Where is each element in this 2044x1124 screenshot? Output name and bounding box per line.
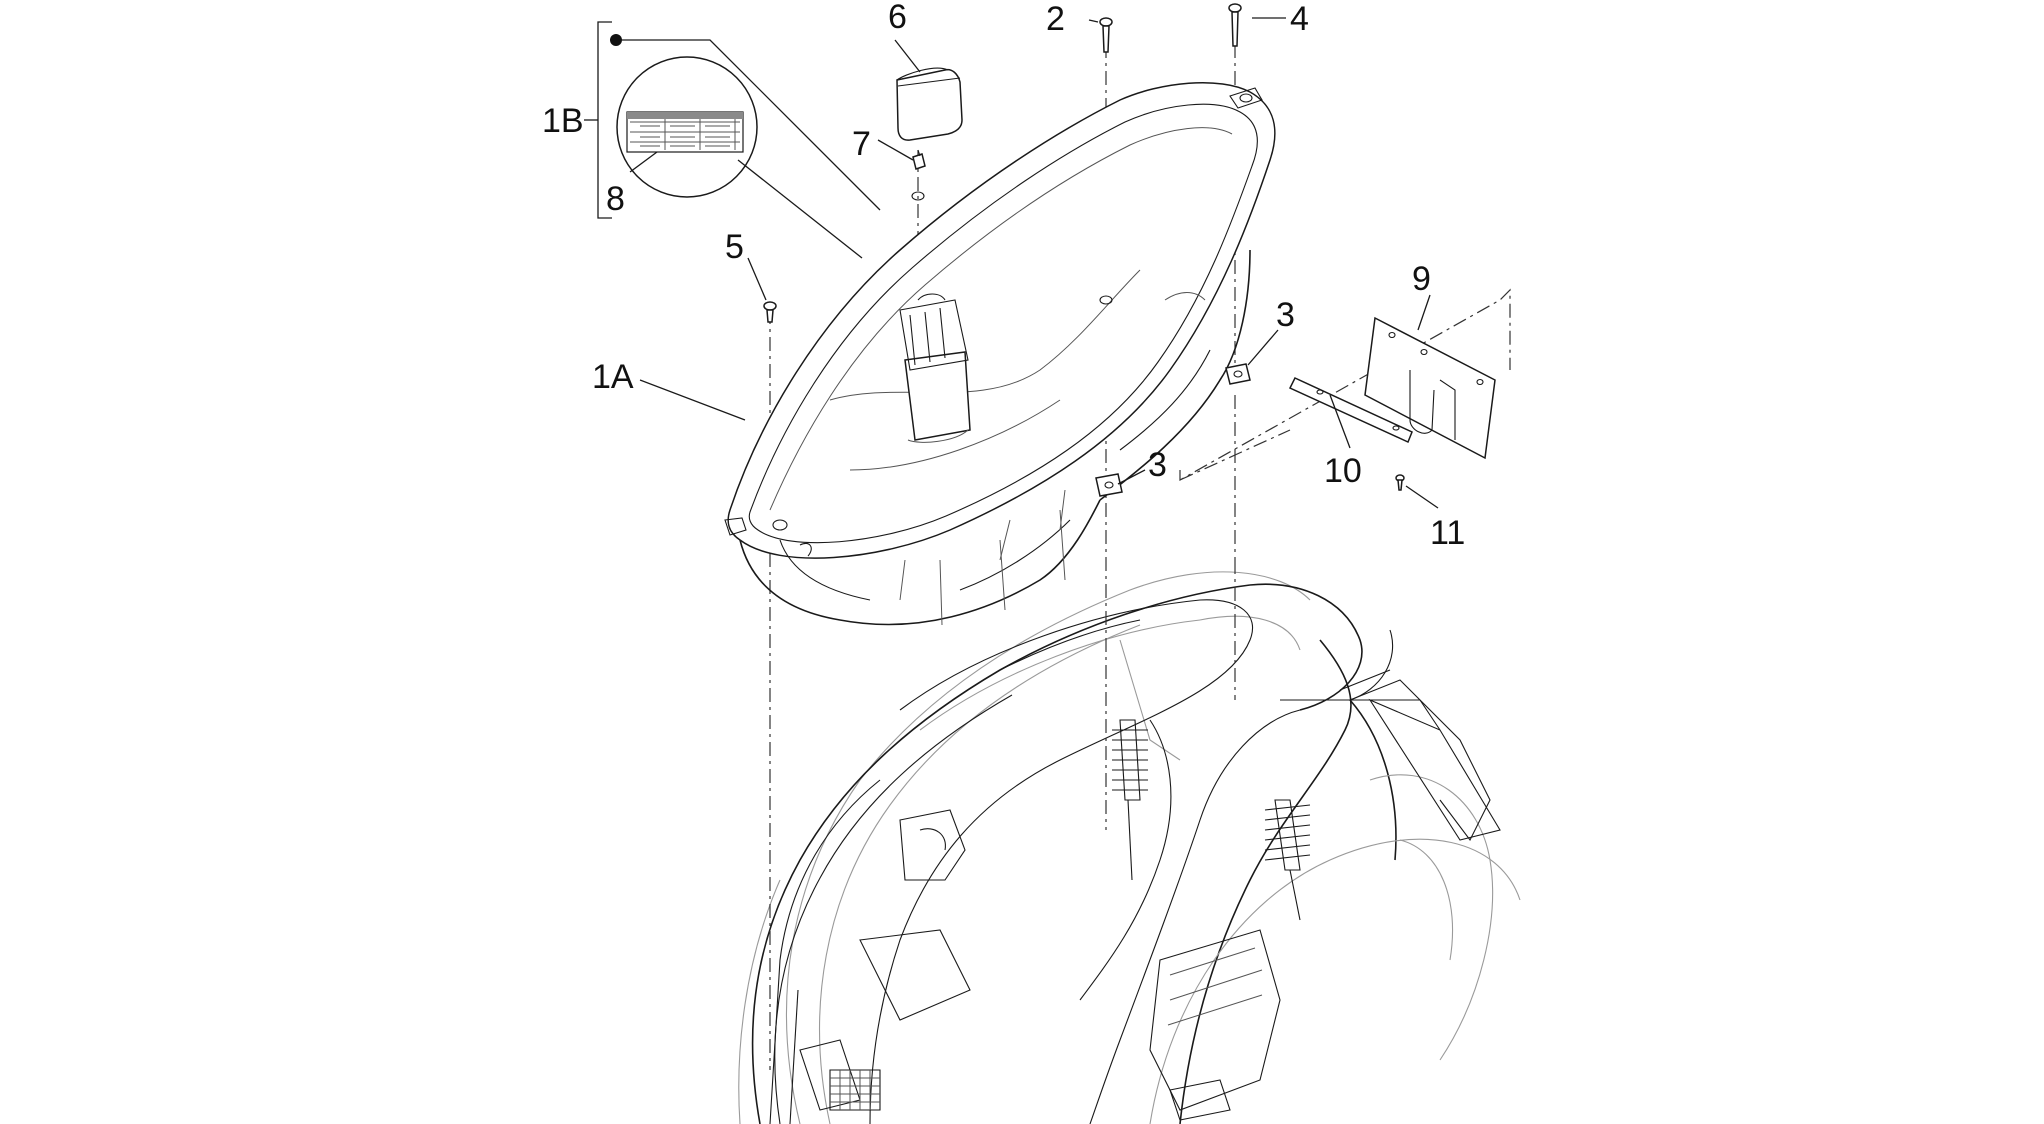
callout-1b: 1B <box>542 102 584 140</box>
callout-8: 8 <box>606 180 625 218</box>
detail-marker-dot <box>610 34 622 46</box>
callout-10: 10 <box>1324 452 1362 490</box>
nut-3-lower <box>1095 473 1123 497</box>
cover-cap-6 <box>896 67 963 141</box>
label-detail-circle <box>616 56 863 259</box>
callout-7: 7 <box>852 125 871 163</box>
nut-3-upper <box>1225 363 1251 385</box>
strip-10 <box>1288 377 1413 444</box>
shock-absorber-right <box>1264 799 1311 921</box>
callout-labels: 2 4 6 7 8 1B 5 1A 3 3 9 10 11 <box>542 0 1465 552</box>
callout-3-upper: 3 <box>1276 296 1295 334</box>
callout-leaders <box>639 17 1439 509</box>
document-holder <box>899 293 971 443</box>
shock-absorber-left <box>1112 719 1148 881</box>
screw-5 <box>763 301 777 323</box>
plate-9 <box>1364 316 1496 460</box>
callout-4: 4 <box>1290 0 1309 38</box>
callout-3-lower: 3 <box>1148 446 1167 484</box>
screw-4 <box>1228 3 1242 47</box>
assembly-axis-lines <box>769 44 1511 1070</box>
warning-label-8 <box>626 111 744 153</box>
clip-7 <box>912 149 926 170</box>
callout-9: 9 <box>1412 260 1431 298</box>
callout-2: 2 <box>1046 0 1065 38</box>
storage-compartment-1a <box>724 81 1276 626</box>
screw-11 <box>1395 474 1405 491</box>
callout-1a: 1A <box>592 358 634 396</box>
callout-6: 6 <box>888 0 907 36</box>
screw-2 <box>1099 17 1113 53</box>
detail-bracket-1b <box>584 21 881 219</box>
callout-5: 5 <box>725 228 744 266</box>
callout-11: 11 <box>1430 514 1465 552</box>
scooter-frame <box>738 571 1521 1124</box>
